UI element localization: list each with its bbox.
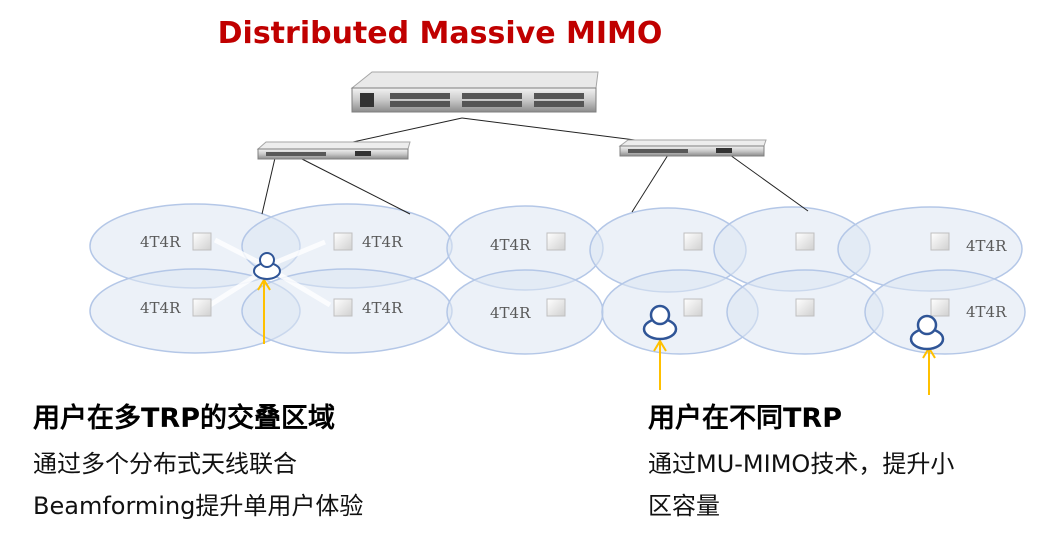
- left-panel-line-2: Beamforming提升单用户体验: [33, 492, 364, 520]
- access-point-icon: [795, 298, 815, 317]
- user-icon: [642, 304, 678, 341]
- left-switch: [256, 141, 411, 160]
- right-switch: [618, 139, 767, 157]
- right-panel-line-2: 区容量: [648, 492, 720, 520]
- right-panel-heading: 用户在不同TRP: [648, 403, 842, 434]
- user-icon: [253, 252, 281, 280]
- access-point-icon: [930, 232, 950, 251]
- access-point-icon: [192, 298, 212, 317]
- left-panel-heading: 用户在多TRP的交叠区域: [33, 403, 335, 434]
- access-points: [192, 232, 950, 317]
- access-point-icon: [683, 232, 703, 251]
- trp-label: 4T4R: [966, 237, 1007, 255]
- right-panel-line-1: 通过MU-MIMO技术，提升小: [648, 450, 955, 478]
- trp-label: 4T4R: [966, 303, 1007, 321]
- access-point-icon: [683, 298, 703, 317]
- trp-labels: 4T4R 4T4R 4T4R 4T4R 4T4R 4T4R 4T4R 4T4R: [140, 233, 1007, 322]
- access-point-icon: [546, 298, 566, 317]
- user-icon: [909, 314, 945, 351]
- trp-label: 4T4R: [490, 304, 531, 322]
- beam-rays: [208, 237, 332, 308]
- access-point-icon: [795, 232, 815, 251]
- trp-label: 4T4R: [490, 236, 531, 254]
- arrows: [257, 278, 936, 395]
- connection-lines: [261, 117, 809, 215]
- trp-label: 4T4R: [140, 299, 181, 317]
- trp-label: 4T4R: [362, 233, 403, 251]
- diagram-title: Distributed Massive MIMO: [217, 16, 663, 51]
- access-point-icon: [333, 232, 353, 251]
- access-point-icon: [192, 232, 212, 251]
- left-panel-line-1: 通过多个分布式天线联合: [33, 450, 297, 478]
- trp-label: 4T4R: [140, 233, 181, 251]
- access-point-icon: [930, 298, 950, 317]
- access-point-icon: [333, 298, 353, 317]
- central-server: [350, 71, 599, 113]
- access-point-icon: [546, 232, 566, 251]
- coverage-areas: [89, 203, 1026, 355]
- trp-label: 4T4R: [362, 299, 403, 317]
